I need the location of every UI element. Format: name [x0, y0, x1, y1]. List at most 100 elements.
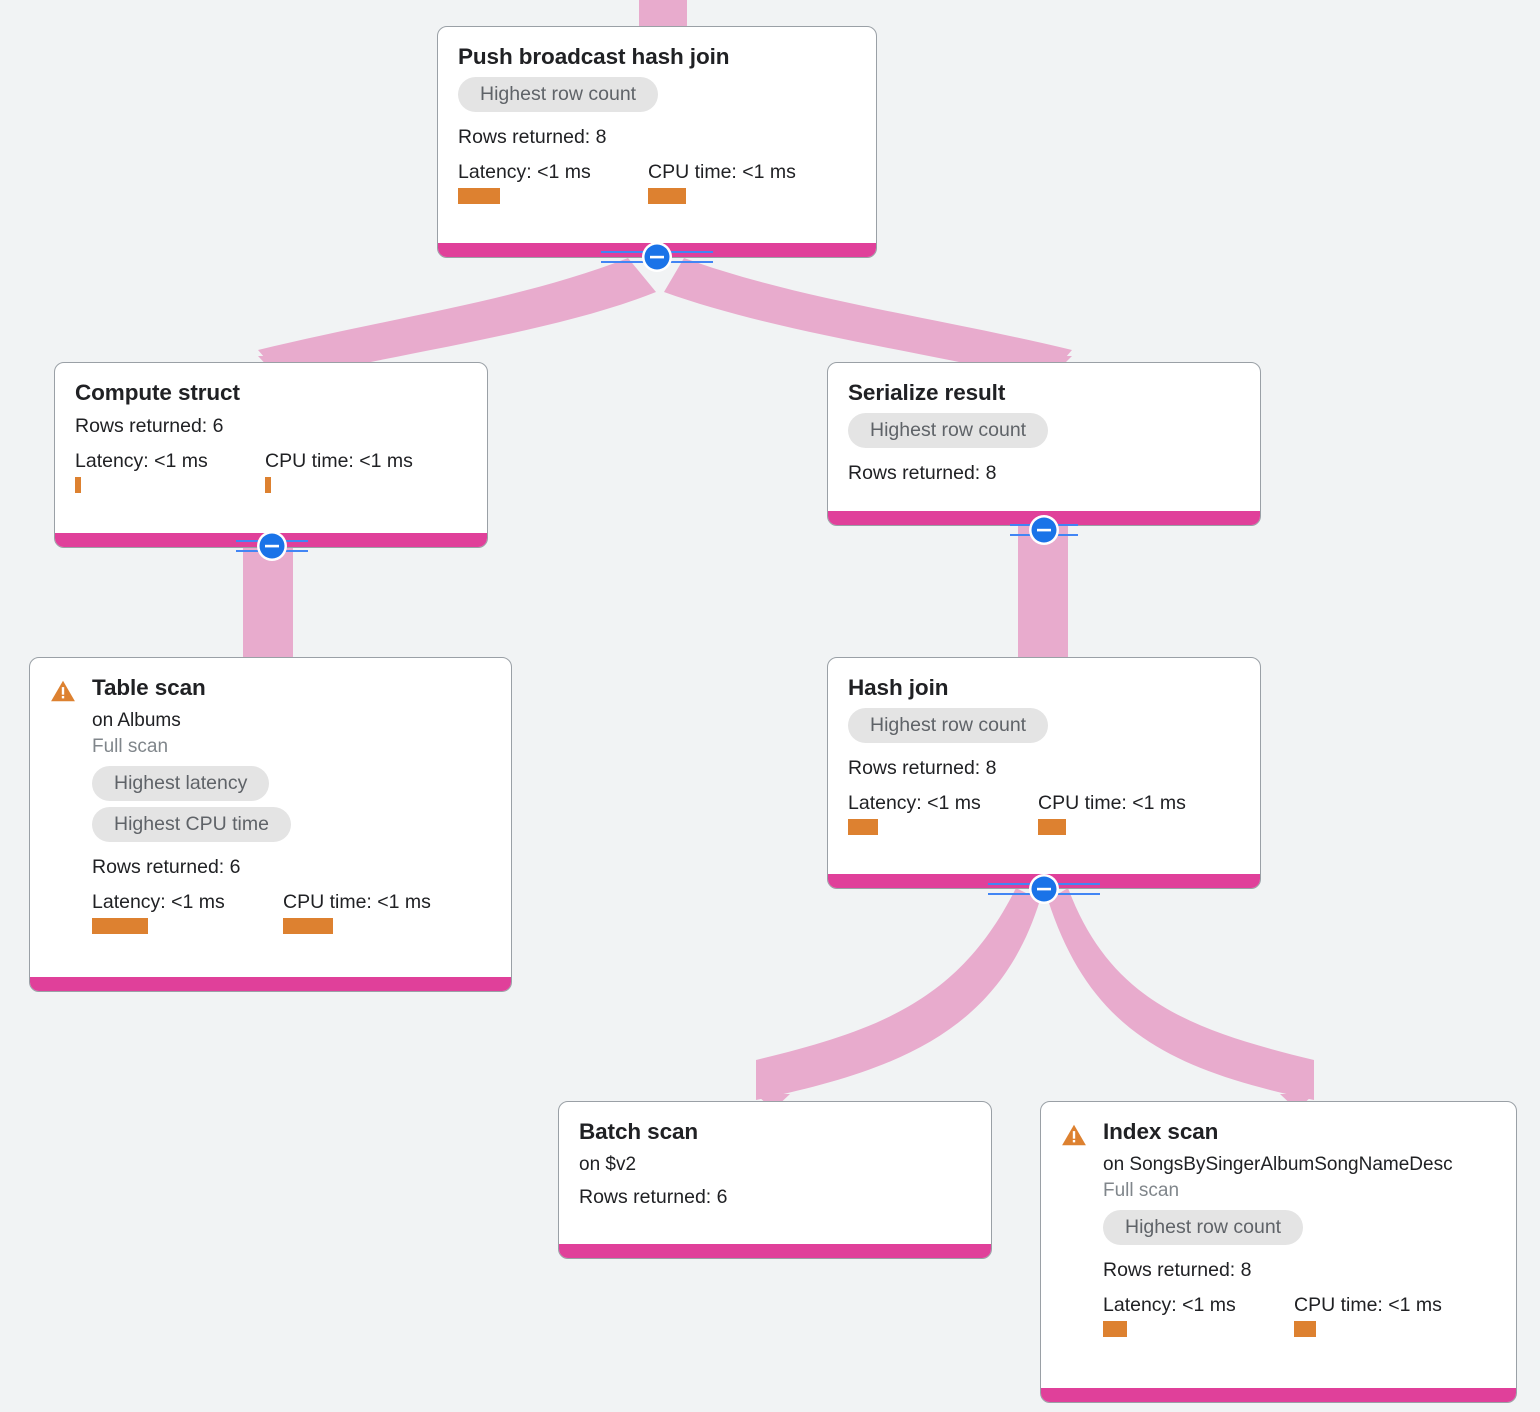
node-title: Serialize result [848, 380, 1006, 405]
node-body: Serialize result Highest row count Rows … [828, 363, 1260, 511]
latency-label: Latency: <1 ms [75, 450, 208, 472]
rows-returned: Rows returned: 8 [458, 126, 607, 148]
node-title: Compute struct [75, 380, 240, 405]
latency-label: Latency: <1 ms [92, 891, 225, 913]
node-target: on $v2 [579, 1154, 637, 1175]
node-metrics: Latency: <1 ms CPU time: <1 ms [848, 791, 1240, 835]
node-body: Index scan on SongsBySingerAlbumSongName… [1041, 1102, 1516, 1388]
node-target: on SongsBySingerAlbumSongNameDesc [1103, 1154, 1453, 1175]
node-metrics: Latency: <1 ms CPU time: <1 ms [458, 160, 856, 204]
node-heading-col: Table scan on Albums Full scan Highest l… [92, 674, 491, 934]
metric-latency: Latency: <1 ms [92, 890, 283, 934]
node-head: Compute struct Rows returned: 6 Latency:… [75, 379, 467, 493]
plan-node-table-scan[interactable]: Table scan on Albums Full scan Highest l… [29, 657, 512, 992]
node-metrics: Latency: <1 ms CPU time: <1 ms [75, 449, 467, 493]
plan-node-index-scan[interactable]: Index scan on SongsBySingerAlbumSongName… [1040, 1101, 1517, 1403]
node-title: Batch scan [579, 1119, 699, 1144]
node-footer-bar [30, 977, 511, 991]
node-body: Table scan on Albums Full scan Highest l… [30, 658, 511, 977]
latency-bar [458, 188, 500, 204]
node-head: Hash join Highest row count Rows returne… [848, 674, 1240, 835]
metric-cpu-time: CPU time: <1 ms [648, 160, 796, 204]
rows-returned: Rows returned: 8 [1103, 1259, 1252, 1281]
minus-icon [1037, 887, 1051, 891]
badge-highest-row-count: Highest row count [848, 413, 1049, 448]
minus-icon [650, 255, 664, 259]
latency-label: Latency: <1 ms [1103, 1294, 1236, 1316]
node-heading-col: Index scan on SongsBySingerAlbumSongName… [1103, 1118, 1496, 1337]
metric-cpu-time: CPU time: <1 ms [283, 890, 431, 934]
cpu-time-label: CPU time: <1 ms [648, 161, 796, 183]
node-title: Push broadcast hash join [458, 44, 730, 69]
node-footer-bar [559, 1244, 991, 1258]
plan-node-serialize-result[interactable]: Serialize result Highest row count Rows … [827, 362, 1261, 526]
metric-latency: Latency: <1 ms [848, 791, 1038, 835]
node-head: Table scan on Albums Full scan Highest l… [50, 674, 491, 934]
node-heading-col: Batch scan on $v2 Rows returned: 6 [579, 1118, 971, 1210]
latency-bar [92, 918, 148, 934]
node-heading-col: Serialize result Highest row count Rows … [848, 379, 1240, 486]
plan-node-batch-scan[interactable]: Batch scan on $v2 Rows returned: 6 [558, 1101, 992, 1259]
node-heading-col: Hash join Highest row count Rows returne… [848, 674, 1240, 835]
node-title: Index scan [1103, 1119, 1219, 1144]
node-head: Push broadcast hash join Highest row cou… [458, 43, 856, 204]
plan-node-push-broadcast-hash-join[interactable]: Push broadcast hash join Highest row cou… [437, 26, 877, 258]
edge-compute-struct-to-table-scan [243, 545, 293, 663]
cpu-time-bar [265, 477, 271, 493]
cpu-time-label: CPU time: <1 ms [265, 450, 413, 472]
plan-node-compute-struct[interactable]: Compute struct Rows returned: 6 Latency:… [54, 362, 488, 548]
rows-returned: Rows returned: 8 [848, 757, 997, 779]
rows-returned: Rows returned: 6 [92, 856, 241, 878]
node-chips: Highest row count [1103, 1210, 1496, 1251]
node-chips: Highest row count [848, 413, 1240, 454]
node-title: Hash join [848, 675, 949, 700]
badge-highest-cpu-time: Highest CPU time [92, 807, 291, 842]
badge-highest-row-count: Highest row count [458, 77, 659, 112]
rows-returned: Rows returned: 6 [75, 415, 224, 437]
metric-cpu-time: CPU time: <1 ms [265, 449, 413, 493]
cpu-time-label: CPU time: <1 ms [283, 891, 431, 913]
node-body: Batch scan on $v2 Rows returned: 6 [559, 1102, 991, 1244]
latency-bar [848, 819, 878, 835]
badge-highest-row-count: Highest row count [1103, 1210, 1304, 1245]
node-heading-col: Compute struct Rows returned: 6 Latency:… [75, 379, 467, 493]
node-body: Hash join Highest row count Rows returne… [828, 658, 1260, 874]
edge-hash-join-to-batch-scan [756, 888, 1040, 1100]
cpu-time-label: CPU time: <1 ms [1294, 1294, 1442, 1316]
latency-label: Latency: <1 ms [458, 161, 591, 183]
warning-icon [1061, 1122, 1087, 1148]
rows-returned: Rows returned: 8 [848, 462, 997, 484]
collapse-handle-push-broadcast-hash-join[interactable] [601, 242, 713, 272]
node-footer-bar [1041, 1388, 1516, 1402]
node-scan-type: Full scan [1103, 1180, 1180, 1201]
metric-cpu-time: CPU time: <1 ms [1294, 1293, 1442, 1337]
cpu-time-bar [1038, 819, 1066, 835]
cpu-time-label: CPU time: <1 ms [1038, 792, 1186, 814]
metric-latency: Latency: <1 ms [1103, 1293, 1294, 1337]
collapse-handle-compute-struct[interactable] [216, 531, 328, 561]
node-head: Index scan on SongsBySingerAlbumSongName… [1061, 1118, 1496, 1337]
node-chips: Highest row count [848, 708, 1240, 749]
node-title: Table scan [92, 675, 206, 700]
node-chips: Highest row count [458, 77, 856, 118]
node-head: Batch scan on $v2 Rows returned: 6 [579, 1118, 971, 1210]
node-target: on Albums [92, 710, 181, 731]
latency-bar [1103, 1321, 1127, 1337]
latency-bar [75, 477, 81, 493]
node-metrics: Latency: <1 ms CPU time: <1 ms [92, 890, 491, 934]
collapse-handle-hash-join[interactable] [988, 874, 1100, 904]
metric-latency: Latency: <1 ms [75, 449, 265, 493]
cpu-time-bar [648, 188, 686, 204]
badge-highest-latency: Highest latency [92, 766, 270, 801]
collapse-handle-serialize-result[interactable] [988, 515, 1100, 545]
plan-node-hash-join[interactable]: Hash join Highest row count Rows returne… [827, 657, 1261, 889]
node-head: Serialize result Highest row count Rows … [848, 379, 1240, 486]
cpu-time-bar [283, 918, 333, 934]
latency-label: Latency: <1 ms [848, 792, 981, 814]
node-metrics: Latency: <1 ms CPU time: <1 ms [1103, 1293, 1496, 1337]
node-heading-col: Push broadcast hash join Highest row cou… [458, 43, 856, 204]
metric-cpu-time: CPU time: <1 ms [1038, 791, 1186, 835]
node-scan-type: Full scan [92, 736, 169, 757]
badge-highest-row-count: Highest row count [848, 708, 1049, 743]
